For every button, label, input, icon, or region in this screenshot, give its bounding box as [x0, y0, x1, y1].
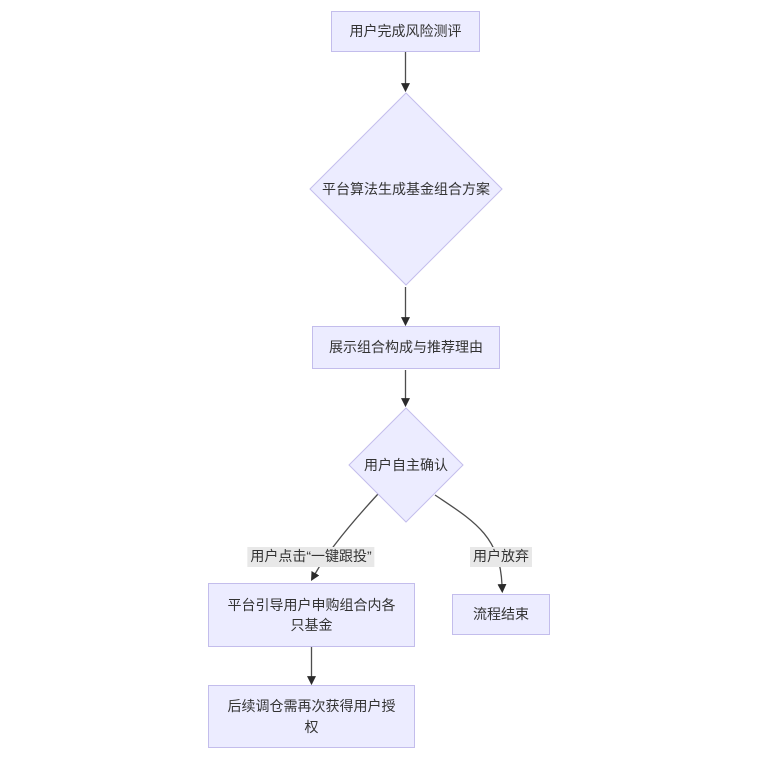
- node-algorithm-label: 平台算法生成基金组合方案: [322, 180, 490, 197]
- node-rebalance-authorization-label: 后续调仓需再次获得用户授 权: [227, 698, 396, 735]
- edge-d-to-g: [434, 494, 507, 594]
- node-guide-purchase-label: 平台引导用户申购组合内各 只基金: [227, 596, 396, 633]
- node-rebalance-authorization: 后续调仓需再次获得用户授 权: [208, 685, 415, 748]
- node-show-portfolio-label: 展示组合构成与推荐理由: [329, 339, 483, 356]
- diamond-shape: [348, 407, 464, 523]
- node-user-confirm-label: 用户自主确认: [364, 456, 448, 473]
- node-user-confirm: 用户自主确认: [348, 407, 464, 523]
- node-risk-assessment: 用户完成风险测评: [331, 11, 480, 52]
- node-algorithm-generates-portfolio: 平台算法生成基金组合方案: [309, 92, 503, 286]
- node-show-portfolio: 展示组合构成与推荐理由: [312, 326, 500, 369]
- edge-d-to-e: [311, 493, 379, 582]
- node-process-end: 流程结束: [452, 594, 550, 635]
- edge-label-user-abandons: 用户放弃: [470, 547, 532, 567]
- diamond-shape: [309, 92, 503, 286]
- node-guide-purchase: 平台引导用户申购组合内各 只基金: [208, 583, 415, 647]
- node-process-end-label: 流程结束: [473, 606, 529, 623]
- node-risk-assessment-label: 用户完成风险测评: [349, 23, 462, 40]
- edge-label-one-click-follow: 用户点击“一键跟投”: [247, 547, 375, 567]
